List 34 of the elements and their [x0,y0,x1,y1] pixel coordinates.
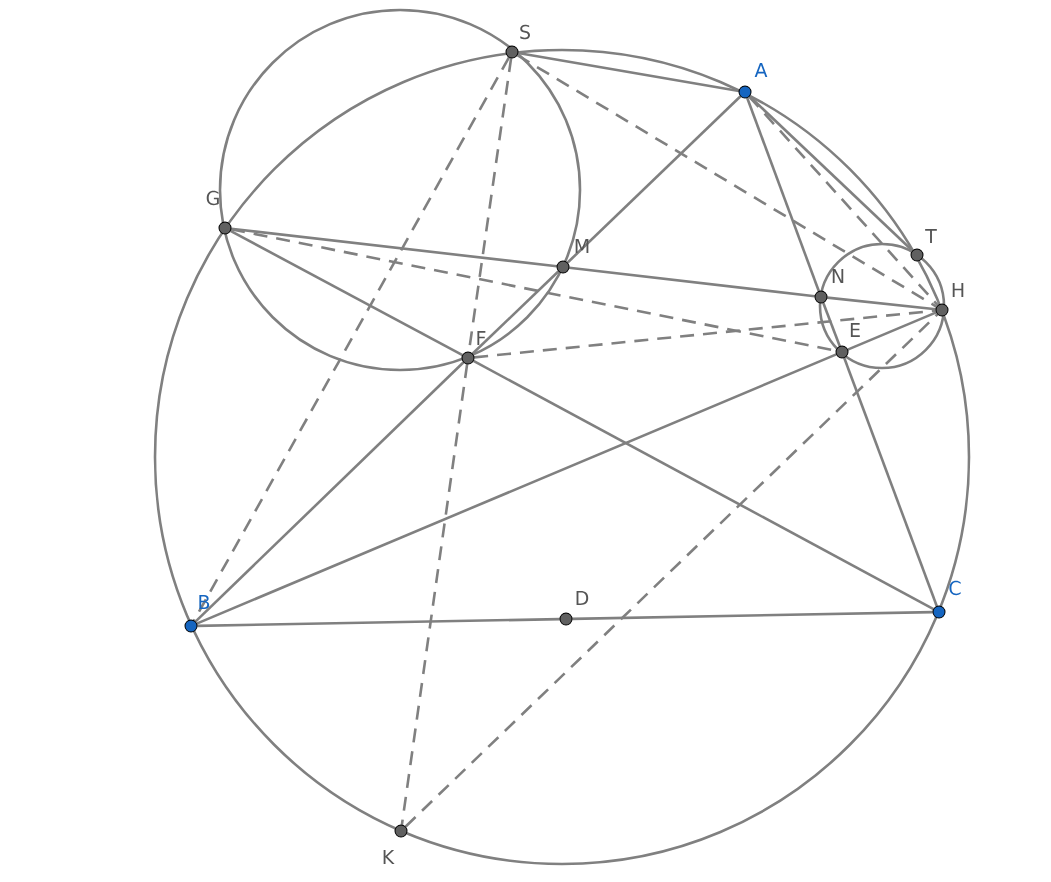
line-segment [400,363,469,826]
line-segment [516,54,938,308]
line-segment [842,357,939,607]
line-segment [194,361,465,623]
line-segment [471,270,560,355]
point-label: B [199,595,210,609]
point-label: C [949,580,961,596]
line-segment [847,311,937,351]
line-segment [566,95,742,264]
point-label: H [952,283,964,297]
line-segment [192,56,511,622]
point-label: A [754,63,768,77]
line-segment [569,266,815,298]
line-segment [745,97,821,292]
line-segment [822,302,841,347]
line-segment [827,296,936,311]
line-segment [197,617,560,628]
line-segment [517,51,740,93]
point-label: F [477,331,486,345]
line-segment [231,227,557,268]
line-segment [472,359,935,611]
point-label: T [925,229,937,243]
point-label: K [383,850,395,864]
line-segment [748,95,939,307]
line-segment [229,229,464,357]
point-label: N [832,269,844,283]
point-label: E [850,323,860,337]
line-segment [196,353,837,625]
line-segment [474,309,936,359]
point-label: G [206,190,219,206]
point-label: D [576,591,589,605]
line-segment [572,610,933,621]
point-label: S [520,24,530,40]
line-segment [404,313,939,828]
